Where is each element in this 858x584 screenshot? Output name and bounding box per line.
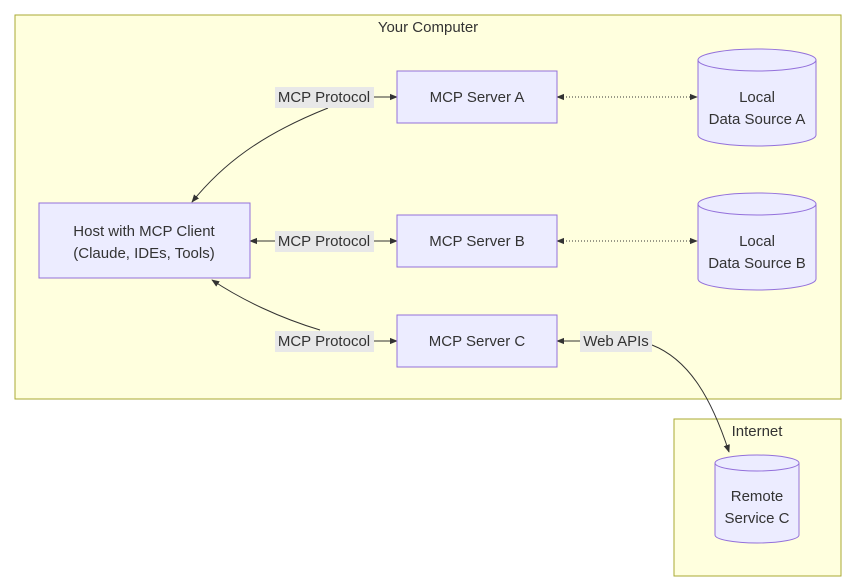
host-node[interactable]: Host with MCP Client (Claude, IDEs, Tool… [38, 202, 251, 279]
group-internet: Internet [673, 418, 842, 577]
remote-c-cylinder[interactable]: Remote Service C [714, 454, 800, 544]
edge-label-protocol-a-text: MCP Protocol [278, 89, 370, 106]
server-c-node-label: MCP Server C [429, 333, 526, 350]
edge-web-apis-remote-c [651, 344, 730, 453]
source-b-cylinder[interactable]: Local Data Source B [697, 192, 817, 291]
edge-label-protocol-c-text: MCP Protocol [278, 333, 370, 350]
edge-label-protocol-c: MCP Protocol [275, 331, 374, 352]
source-b-line2: Data Source B [708, 255, 806, 272]
server-b-node-label: MCP Server B [429, 233, 525, 250]
remote-c-line2: Service C [724, 510, 789, 527]
server-a-node[interactable]: MCP Server A [396, 70, 558, 124]
edge-server-c-host [211, 279, 321, 331]
host-node-line2: (Claude, IDEs, Tools) [73, 245, 214, 262]
source-a-line2: Data Source A [709, 111, 806, 128]
source-b-line1: Local [739, 233, 775, 250]
server-c-node[interactable]: MCP Server C [396, 314, 558, 368]
remote-c-line1: Remote [731, 488, 784, 505]
server-b-node[interactable]: MCP Server B [396, 214, 558, 268]
group-internet-label: Internet [732, 423, 784, 440]
edge-label-protocol-b: MCP Protocol [275, 231, 374, 252]
host-node-line1: Host with MCP Client [73, 223, 215, 240]
edge-label-protocol-a: MCP Protocol [275, 87, 374, 108]
source-a-line1: Local [739, 89, 775, 106]
edge-label-protocol-b-text: MCP Protocol [278, 233, 370, 250]
edge-label-web-apis-text: Web APIs [583, 333, 649, 350]
source-a-cylinder[interactable]: Local Data Source A [697, 48, 817, 147]
edge-label-web-apis: Web APIs [580, 331, 652, 352]
edge-server-a-host [191, 107, 329, 203]
group-your-computer-label: Your Computer [378, 19, 478, 36]
server-a-node-label: MCP Server A [430, 89, 525, 106]
